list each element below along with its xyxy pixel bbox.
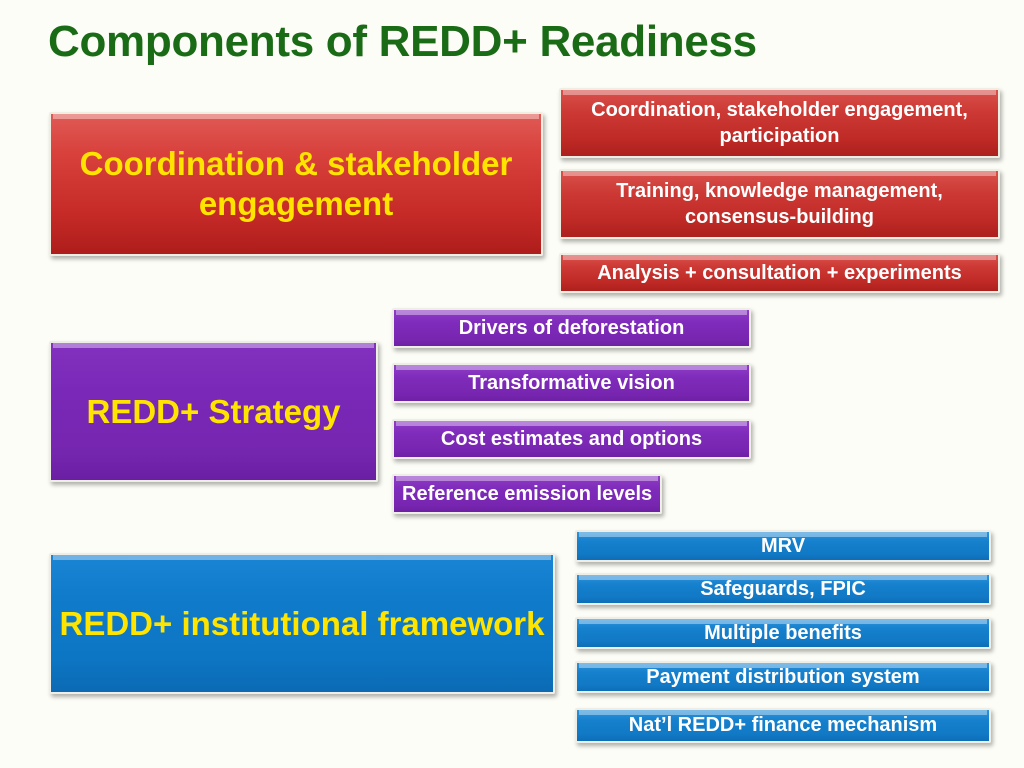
group-strategy-item-4[interactable]: Reference emission levels (392, 474, 663, 514)
group-coordination-main-box[interactable]: Coordination & stakeholder engagement (49, 112, 543, 256)
group-strategy-item-2[interactable]: Transformative vision (392, 363, 751, 403)
group-institutional-item-4-label: Payment distribution system (646, 665, 920, 688)
group-coordination-item-2[interactable]: Training, knowledge management, consensu… (559, 169, 1000, 239)
group-institutional-item-5[interactable]: Nat’l REDD+ finance mechanism (575, 708, 991, 743)
group-strategy-item-4-label: Reference emission levels (402, 482, 653, 505)
group-strategy-item-2-label: Transformative vision (468, 371, 675, 394)
group-strategy-item-3-label: Cost estimates and options (440, 427, 703, 450)
group-institutional-item-1[interactable]: MRV (575, 530, 991, 562)
group-institutional-item-5-label: Nat’l REDD+ finance mechanism (628, 714, 938, 736)
group-coordination-item-3[interactable]: Analysis + consultation + experiments (559, 253, 1000, 293)
group-coordination-item-2-label: Training, knowledge management, consensu… (616, 180, 943, 228)
page-title: Components of REDD+ Readiness (48, 17, 757, 66)
group-coordination-item-3-label: Analysis + consultation + experiments (597, 261, 962, 284)
group-institutional-item-2-label: Safeguards, FPIC (700, 577, 866, 600)
group-institutional-item-3-label: Multiple benefits (704, 621, 862, 644)
group-strategy-item-1[interactable]: Drivers of deforestation (392, 308, 751, 348)
group-coordination-item-1[interactable]: Coordination, stakeholder engagement, pa… (559, 88, 1000, 158)
group-institutional-item-4[interactable]: Payment distribution system (575, 661, 991, 693)
group-institutional-main-box[interactable]: REDD+ institutional framework (49, 553, 555, 694)
group-coordination-main-label: Coordination & stakeholder engagement (79, 144, 513, 222)
group-institutional-item-1-label: MRV (760, 534, 806, 557)
group-institutional-item-2[interactable]: Safeguards, FPIC (575, 573, 991, 605)
group-strategy-main-box[interactable]: REDD+ Strategy (49, 341, 378, 482)
group-institutional-item-3[interactable]: Multiple benefits (575, 617, 991, 649)
group-coordination-item-1-label: Coordination, stakeholder engagement, pa… (591, 99, 968, 147)
group-strategy-item-1-label: Drivers of deforestation (458, 316, 685, 339)
group-institutional-main-label: REDD+ institutional framework (59, 604, 545, 642)
group-strategy-item-3[interactable]: Cost estimates and options (392, 419, 751, 459)
group-strategy-main-label: REDD+ Strategy (86, 392, 341, 430)
